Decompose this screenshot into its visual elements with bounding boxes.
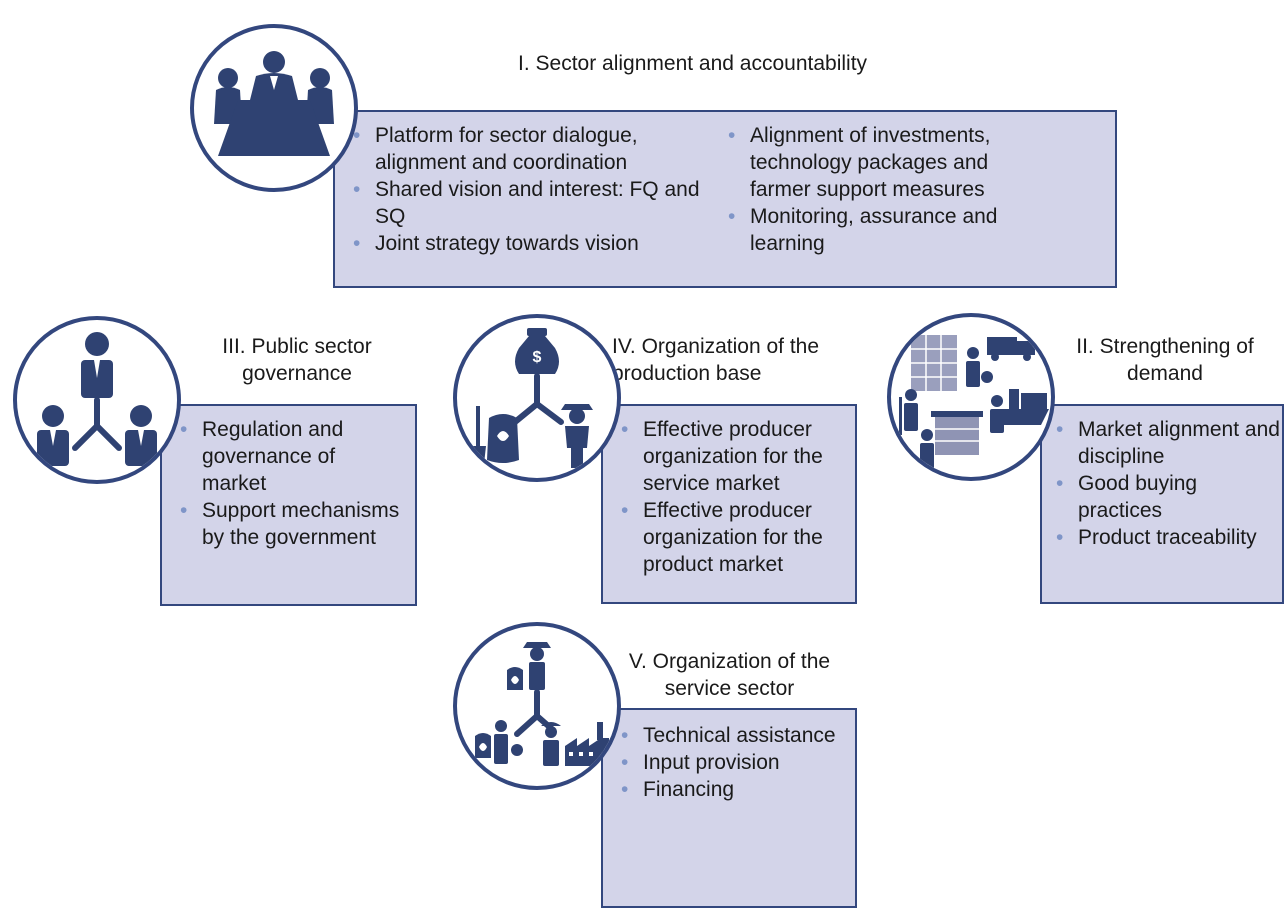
section-4-list: Effective producer organization for the … <box>619 416 847 578</box>
section-1-title: I. Sector alignment and accountability <box>518 52 868 75</box>
list-item: Effective producer organization for the … <box>619 497 847 578</box>
list-item: Technical assistance <box>619 722 847 749</box>
list-item: Alignment of investments, technology pac… <box>726 122 1046 203</box>
list-item: Product traceability <box>1054 524 1280 551</box>
list-item: Financing <box>619 776 847 803</box>
section-2-list: Market alignment and discipline Good buy… <box>1054 416 1280 551</box>
section-4-title: IV. Organization of the production base <box>612 335 820 385</box>
list-item: Effective producer organization for the … <box>619 416 847 497</box>
list-item: Market alignment and discipline <box>1054 416 1280 470</box>
market-trade-icon <box>887 313 1055 481</box>
list-item: Support mechanisms by the government <box>178 497 403 551</box>
section-2-title: II. Strengthening of demand <box>1076 335 1254 385</box>
list-item: Joint strategy towards vision <box>351 230 706 257</box>
list-item: Monitoring, assurance and learning <box>726 203 1046 257</box>
section-3-list: Regulation and governance of market Supp… <box>178 416 403 551</box>
section-5-title: V. Organization of the service sector <box>628 650 831 700</box>
service-network-icon <box>453 622 621 790</box>
section-1-list-right: Alignment of investments, technology pac… <box>726 122 1046 257</box>
list-item: Input provision <box>619 749 847 776</box>
section-3-title: III. Public sector governance <box>222 335 372 385</box>
list-item: Shared vision and interest: FQ and SQ <box>351 176 706 230</box>
list-item: Good buying practices <box>1054 470 1280 524</box>
section-1-list-left: Platform for sector dialogue, alignment … <box>351 122 706 257</box>
list-item: Regulation and governance of market <box>178 416 403 497</box>
section-5-list: Technical assistance Input provision Fin… <box>619 722 847 803</box>
svg-text:$: $ <box>533 349 542 366</box>
meeting-table-icon <box>190 24 358 192</box>
money-bag-farmer-icon: $ <box>453 314 621 482</box>
list-item: Platform for sector dialogue, alignment … <box>351 122 706 176</box>
org-hierarchy-icon <box>13 316 181 484</box>
